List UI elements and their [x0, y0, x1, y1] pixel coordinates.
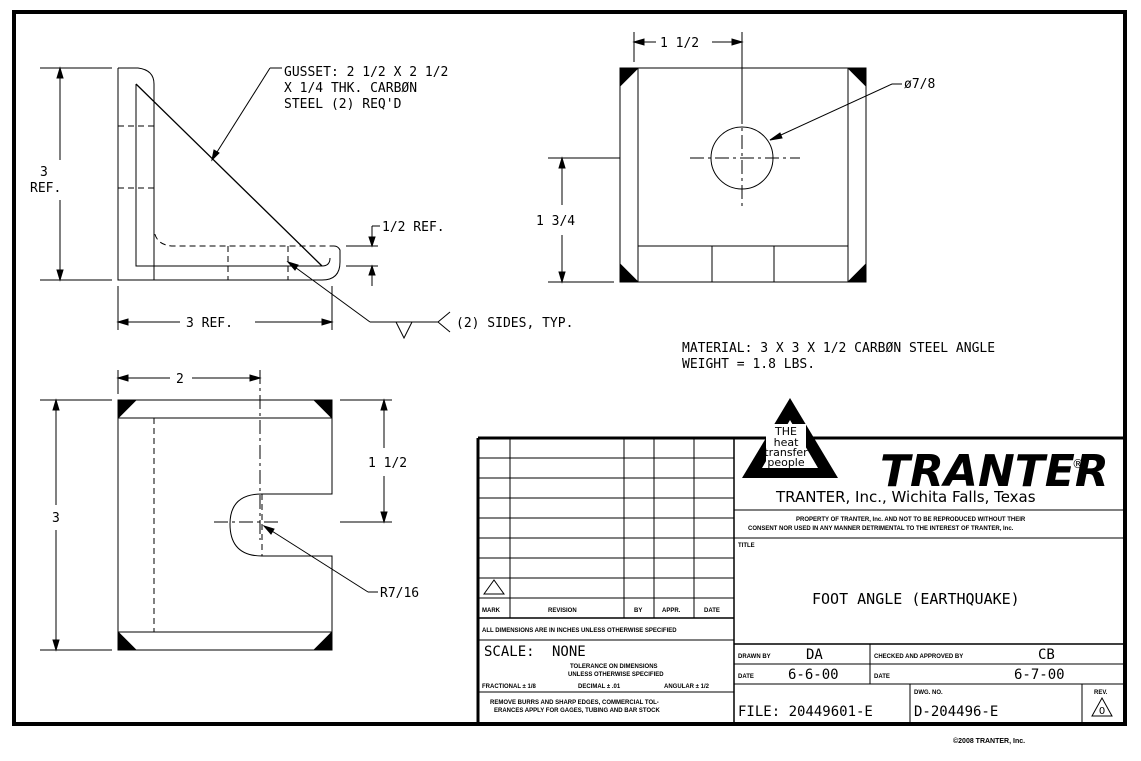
drawn-by-label: DRAWN BY — [738, 654, 771, 660]
hole-diameter: ø7/8 — [904, 77, 935, 92]
rev-header-mark: MARK — [482, 608, 501, 614]
tranter-logo: TRANTER ® THE heat transfer people — [742, 398, 1109, 497]
units-note: ALL DIMENSIONS ARE IN INCHES UNLESS OTHE… — [482, 628, 677, 634]
checked-date: 6-7-00 — [1014, 667, 1065, 683]
side-width-dim: 3 REF. — [186, 316, 233, 331]
side-height-value: 3 — [40, 165, 48, 180]
material-note: MATERIAL: 3 X 3 X 1/2 CARBØN STEEL ANGLE — [682, 341, 995, 356]
file-name: FILE: 20449601-E — [738, 704, 873, 720]
tolerance-angular: ANGULAR ± 1/2 — [664, 684, 710, 690]
rev-label: REV. — [1094, 690, 1108, 696]
rev-header-by: BY — [634, 608, 642, 614]
side-view — [40, 66, 451, 340]
tolerance-title-2: UNLESS OTHERWISE SPECIFIED — [568, 672, 664, 678]
revision-block — [476, 436, 1125, 724]
radius-dim: R7/16 — [380, 586, 419, 601]
top-view — [548, 32, 902, 284]
slot-height-dim: 1 1/2 — [368, 456, 407, 471]
property-note-2: CONSENT NOR USED IN ANY MANNER DETRIMENT… — [748, 526, 1014, 532]
logo-text-people: people — [767, 456, 805, 469]
sheet-border — [12, 10, 1127, 726]
top-view-labels: 1 1/2 ø7/8 1 3/4 — [536, 36, 935, 229]
logo-text-transfer: transfer — [764, 446, 808, 459]
hole-height-dim: 1 3/4 — [536, 214, 575, 229]
front-height-dim: 3 — [52, 511, 60, 526]
thickness-dim: 1/2 REF. — [382, 220, 445, 235]
weld-note: (2) SIDES, TYP. — [456, 316, 573, 331]
checked-date-label: DATE — [874, 674, 890, 680]
front-view — [40, 370, 392, 652]
logo-word: TRANTER — [880, 446, 1109, 497]
material-notes: MATERIAL: 3 X 3 X 1/2 CARBØN STEEL ANGLE… — [682, 341, 995, 372]
tolerance-decimal: DECIMAL ± .01 — [578, 684, 621, 690]
burr-note-1: REMOVE BURRS AND SHARP EDGES, COMMERCIAL… — [490, 700, 659, 706]
weight-note: WEIGHT = 1.8 LBS. — [682, 357, 815, 372]
front-view-labels: 2 1 1/2 3 R7/16 — [52, 372, 419, 601]
logo-text-heat: heat — [774, 436, 799, 449]
drawn-date: 6-6-00 — [788, 667, 839, 683]
drawing-title: FOOT ANGLE (EARTHQUAKE) — [812, 590, 1020, 608]
gusset-note-line-3: STEEL (2) REQ'D — [284, 97, 402, 112]
drawn-by: DA — [806, 647, 823, 663]
rev-header-revision: REVISION — [548, 608, 577, 614]
property-note-1: PROPERTY OF TRANTER, Inc. AND NOT TO BE … — [796, 517, 1026, 523]
dwg-no-label: DWG. NO. — [914, 690, 943, 696]
slot-offset-dim: 2 — [176, 372, 184, 387]
side-view-labels: GUSSET: 2 1/2 X 2 1/2 X 1/4 THK. CARBØN … — [30, 65, 573, 331]
tolerance-title-1: TOLERANCE ON DIMENSIONS — [570, 664, 658, 670]
scale-label: SCALE: — [484, 644, 535, 660]
side-height-ref: REF. — [30, 181, 61, 196]
title-label: TITLE — [738, 543, 755, 549]
revision-block-text: MARK REVISION BY APPR. DATE ALL DIMENSIO… — [482, 608, 720, 714]
company-line: TRANTER, Inc., Wichita Falls, Texas — [775, 488, 1036, 506]
hole-offset-dim: 1 1/2 — [660, 36, 699, 51]
rev-value: 0 — [1099, 706, 1105, 717]
dwg-no: D-204496-E — [914, 704, 998, 720]
gusset-note-line-2: X 1/4 THK. CARBØN — [284, 81, 417, 96]
title-block-text: TRANTER, Inc., Wichita Falls, Texas PROP… — [738, 488, 1108, 720]
checked-label: CHECKED AND APPROVED BY — [874, 654, 963, 660]
drawn-date-label: DATE — [738, 674, 754, 680]
tolerance-fractional: FRACTIONAL ± 1/8 — [482, 684, 537, 690]
rev-header-date: DATE — [704, 608, 720, 614]
burr-note-2: ERANCES APPLY FOR GAGES, TUBING AND BAR … — [494, 708, 660, 714]
registered-mark: ® — [1072, 457, 1084, 471]
scale-value: NONE — [552, 644, 586, 660]
rev-header-appr: APPR. — [662, 608, 681, 614]
copyright: ©2008 TRANTER, Inc. — [953, 738, 1026, 745]
gusset-note-line-1: GUSSET: 2 1/2 X 2 1/2 — [284, 65, 448, 80]
logo-text-the: THE — [774, 425, 797, 438]
checked-by: CB — [1038, 647, 1055, 663]
